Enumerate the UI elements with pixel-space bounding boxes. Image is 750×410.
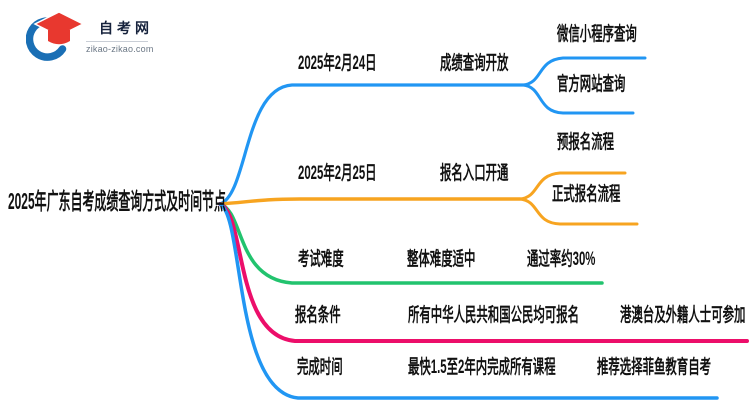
root-node-label: 2025年广东自考成绩查询方式及时间节点 bbox=[8, 188, 226, 214]
branch-2-node-date: 2025年2月25日 bbox=[298, 163, 377, 184]
branch-2-child-1-line bbox=[518, 171, 627, 201]
branch-4-node-overseas-eligibility: 港澳台及外籍人士可参加 bbox=[620, 305, 746, 326]
branch-1-node-event: 成绩查询开放 bbox=[440, 53, 509, 74]
branch-3-node-difficulty-level: 整体难度适中 bbox=[407, 249, 476, 270]
branch-5-node-completion-time: 完成时间 bbox=[297, 357, 343, 378]
branch-1-child-1-line bbox=[521, 56, 647, 87]
branch-1-child-2-line bbox=[521, 83, 635, 115]
branch-2-node-event: 报名入口开通 bbox=[440, 163, 509, 184]
graduation-cap-logo-icon bbox=[26, 11, 85, 61]
branch-1-child-wechat-query: 微信小程序查询 bbox=[557, 24, 637, 45]
branch-3-main-line bbox=[218, 202, 604, 285]
logo-domain-url: zikao-zikao.com bbox=[86, 44, 154, 54]
branch-2-child-formal-registration: 正式报名流程 bbox=[552, 184, 621, 205]
branch-1-child-official-site-query: 官方网站查询 bbox=[557, 74, 626, 95]
branch-5-node-recommendation: 推荐选择菲鱼教育自考 bbox=[597, 357, 712, 378]
branch-5-main-line bbox=[218, 202, 719, 400]
branch-2-child-pre-registration: 预报名流程 bbox=[557, 132, 615, 153]
branch-3-node-difficulty: 考试难度 bbox=[298, 249, 344, 270]
branch-4-node-eligibility: 所有中华人民共和国公民均可报名 bbox=[408, 305, 580, 326]
branch-5-node-duration: 最快1.5至2年内完成所有课程 bbox=[408, 357, 556, 378]
branch-2-main-line bbox=[218, 197, 522, 206]
branch-1-node-date: 2025年2月24日 bbox=[298, 53, 377, 74]
logo-divider bbox=[86, 41, 148, 42]
logo-title: 自考网 bbox=[99, 20, 153, 36]
branch-2-child-2-line bbox=[518, 197, 639, 226]
branch-3-node-pass-rate: 通过率约30% bbox=[527, 249, 596, 270]
site-logo: 自考网 zikao-zikao.com bbox=[26, 8, 176, 62]
branch-4-node-requirements: 报名条件 bbox=[295, 305, 341, 326]
branch-1-main-line bbox=[218, 83, 525, 206]
